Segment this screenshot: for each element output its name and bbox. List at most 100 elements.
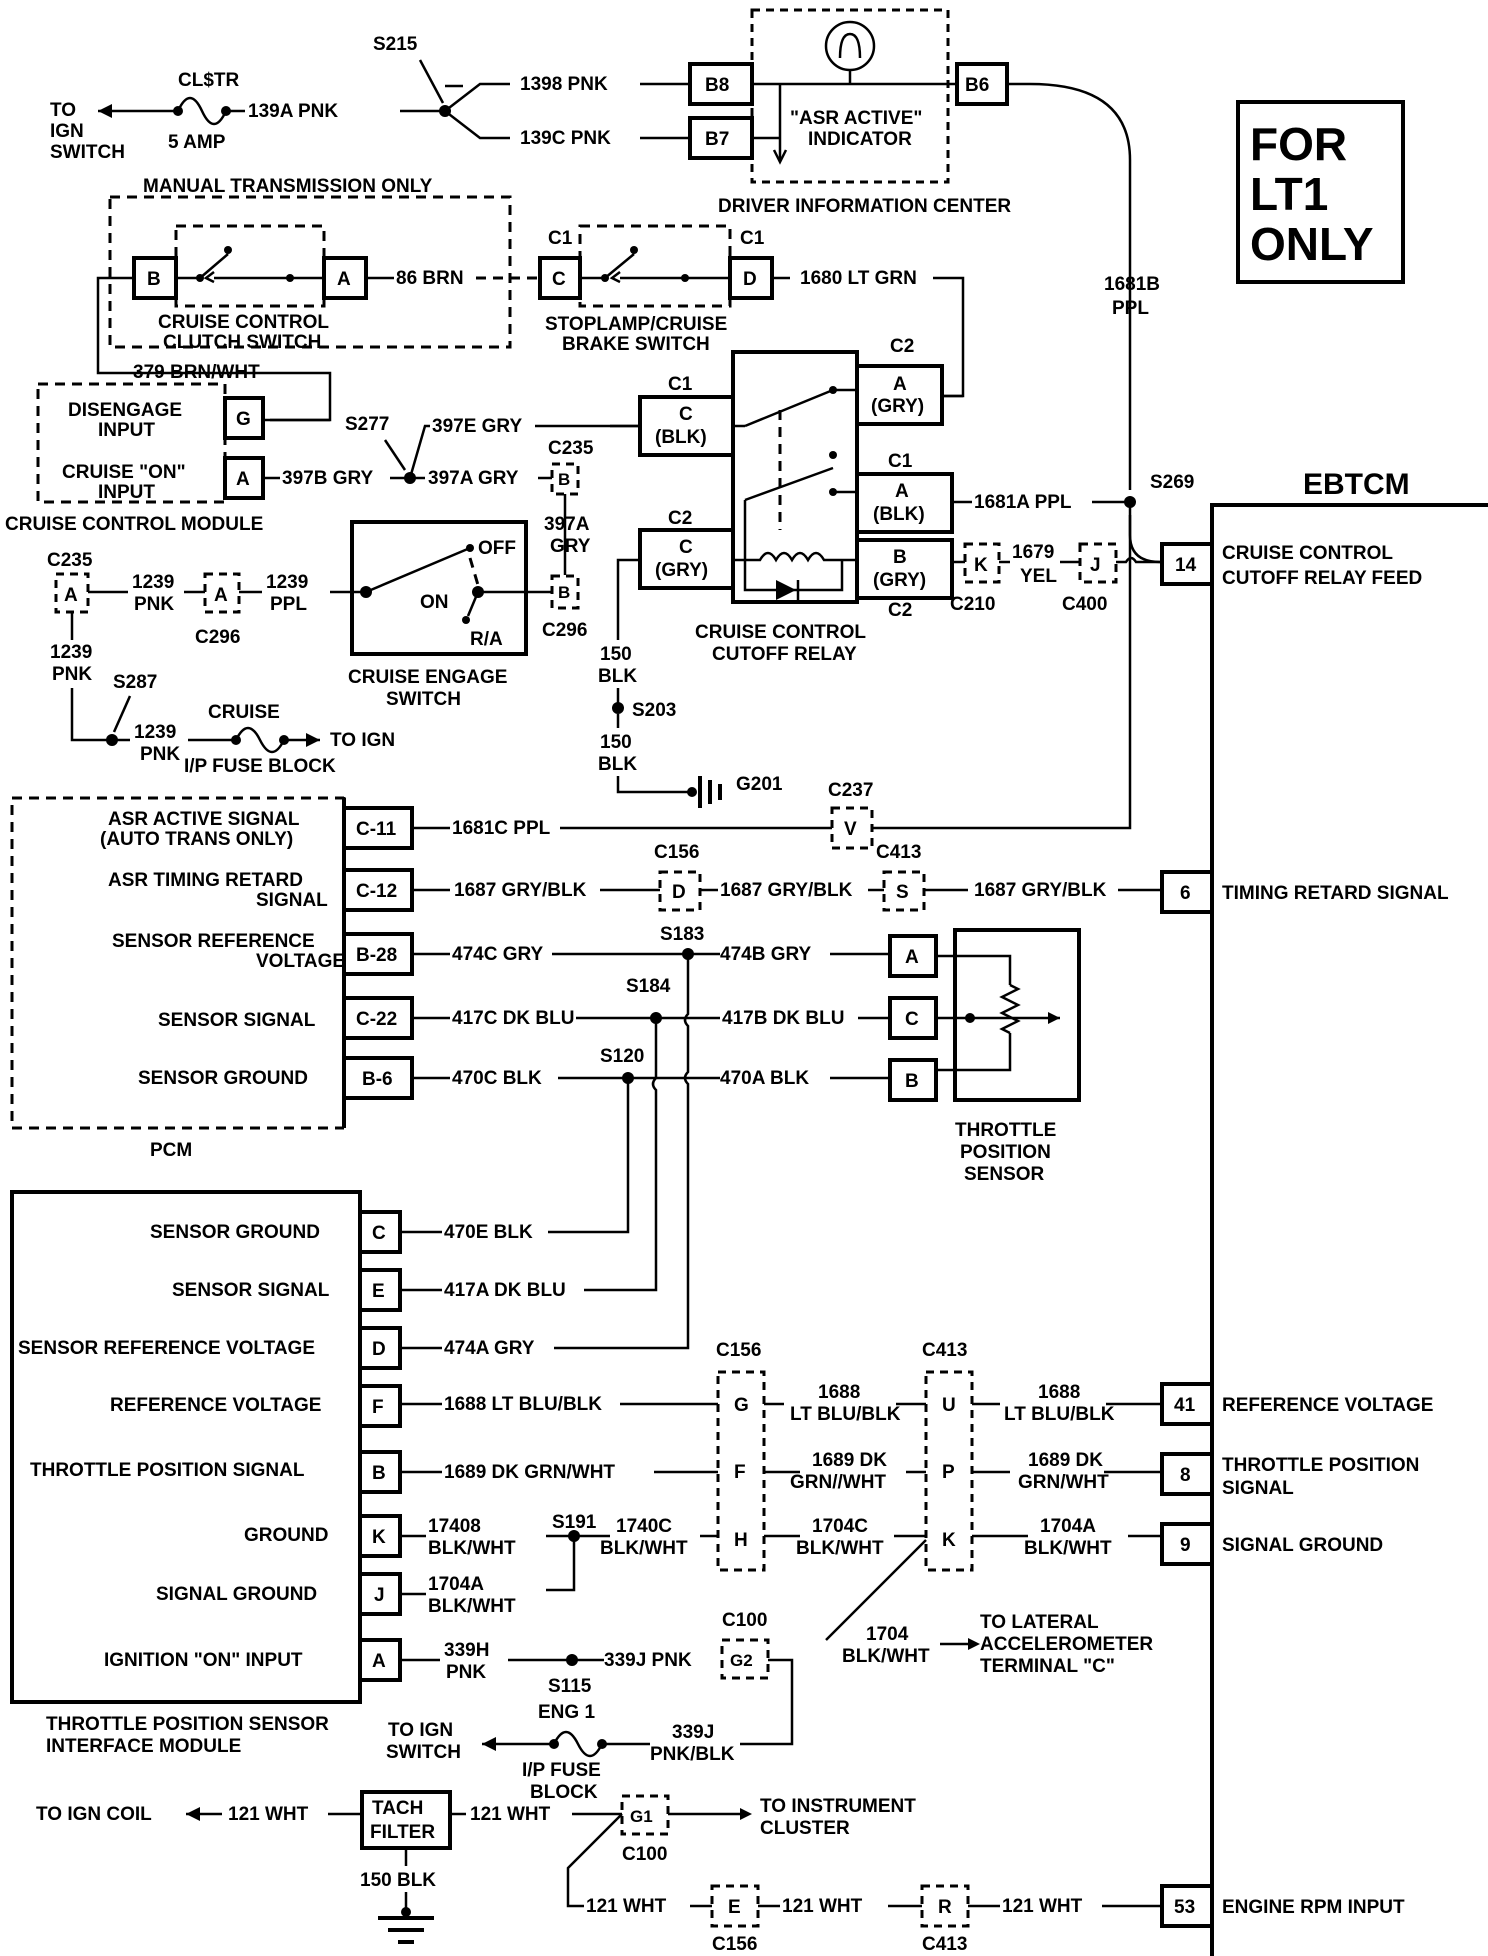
svg-text:INTERFACE MODULE: INTERFACE MODULE [46, 1736, 241, 1757]
svg-text:D: D [672, 882, 686, 903]
svg-text:G201: G201 [736, 774, 783, 795]
svg-text:R/A: R/A [470, 629, 503, 650]
svg-text:D: D [743, 269, 757, 290]
svg-text:C100: C100 [722, 1610, 767, 1631]
svg-text:150 BLK: 150 BLK [360, 1870, 436, 1891]
tach-filter-circuit: TO IGN COIL 121 WHT TACH FILTER 121 WHT … [36, 1790, 1162, 1955]
svg-text:CRUISE ENGAGE: CRUISE ENGAGE [348, 667, 507, 688]
svg-text:C: C [905, 1009, 919, 1030]
svg-text:PNK: PNK [446, 1662, 486, 1683]
svg-text:121 WHT: 121 WHT [1002, 1896, 1083, 1917]
svg-text:CRUISE CONTROL: CRUISE CONTROL [695, 622, 866, 643]
svg-text:474B GRY: 474B GRY [720, 944, 811, 965]
svg-text:1687 GRY/BLK: 1687 GRY/BLK [454, 880, 587, 901]
svg-text:5 AMP: 5 AMP [168, 132, 226, 153]
svg-text:A: A [895, 481, 909, 502]
svg-text:1239: 1239 [132, 572, 174, 593]
svg-text:S191: S191 [552, 1512, 597, 1533]
svg-text:BLOCK: BLOCK [530, 1782, 598, 1803]
svg-text:TO IGN COIL: TO IGN COIL [36, 1804, 152, 1825]
svg-text:339H: 339H [444, 1640, 489, 1661]
driver-information-center: B8 B7 B6 "ASR ACTIVE" INDICATOR DRIVER I… [688, 8, 1160, 490]
ebtcm-title: EBTCM [1303, 468, 1410, 501]
svg-text:G: G [734, 1395, 749, 1416]
svg-text:R: R [938, 1897, 952, 1918]
svg-text:SWITCH: SWITCH [386, 689, 461, 710]
svg-text:B: B [147, 269, 161, 290]
svg-text:CUTOFF RELAY: CUTOFF RELAY [712, 644, 857, 665]
svg-text:1704A: 1704A [1040, 1516, 1096, 1537]
svg-text:1679: 1679 [1012, 542, 1054, 563]
svg-text:STOPLAMP/CRUISE: STOPLAMP/CRUISE [545, 314, 727, 335]
svg-text:474A GRY: 474A GRY [444, 1338, 535, 1359]
svg-text:INPUT: INPUT [98, 420, 155, 441]
svg-text:C296: C296 [195, 627, 240, 648]
svg-text:GRN//WHT: GRN//WHT [790, 1472, 886, 1493]
svg-text:GRY: GRY [550, 536, 591, 557]
svg-text:INDICATOR: INDICATOR [808, 129, 912, 150]
svg-text:C: C [679, 404, 693, 425]
svg-text:397B GRY: 397B GRY [282, 468, 373, 489]
svg-text:B: B [893, 547, 907, 568]
lt1-only-note: FOR LT1 ONLY [1236, 100, 1405, 284]
svg-text:BLK/WHT: BLK/WHT [1024, 1538, 1112, 1559]
svg-text:121 WHT: 121 WHT [782, 1896, 863, 1917]
svg-text:ASR ACTIVE SIGNAL: ASR ACTIVE SIGNAL [108, 809, 300, 830]
svg-text:SENSOR REFERENCE: SENSOR REFERENCE [112, 931, 315, 952]
svg-text:417A DK BLU: 417A DK BLU [444, 1280, 566, 1301]
ebtcm-pin-14: 14 CRUISE CONTROL CUTOFF RELAY FEED [1160, 542, 1422, 589]
svg-text:339J: 339J [672, 1722, 714, 1743]
svg-text:1681B: 1681B [1104, 274, 1160, 295]
svg-text:C1: C1 [548, 228, 573, 249]
svg-text:CL$TR: CL$TR [178, 70, 240, 91]
svg-text:(BLK): (BLK) [655, 427, 707, 448]
svg-text:S269: S269 [1150, 472, 1194, 493]
svg-text:TO IGN: TO IGN [330, 730, 395, 751]
svg-text:LT BLU/BLK: LT BLU/BLK [1004, 1404, 1115, 1425]
svg-text:BLK/WHT: BLK/WHT [428, 1538, 516, 1559]
svg-text:TACH: TACH [372, 1798, 423, 1819]
cruise-control-clutch-switch: MANUAL TRANSMISSION ONLY B A 86 BRN CRUI… [96, 176, 540, 422]
svg-text:S203: S203 [632, 700, 676, 721]
svg-text:MANUAL TRANSMISSION ONLY: MANUAL TRANSMISSION ONLY [143, 176, 433, 197]
svg-text:139C PNK: 139C PNK [520, 128, 611, 149]
svg-text:BLK/WHT: BLK/WHT [842, 1646, 930, 1667]
svg-text:S184: S184 [626, 976, 671, 997]
ground-g201: 150 BLK S203 150 BLK G201 [598, 644, 783, 808]
svg-text:474C GRY: 474C GRY [452, 944, 543, 965]
svg-text:A: A [905, 947, 919, 968]
svg-text:PNK: PNK [140, 744, 180, 765]
svg-text:9: 9 [1180, 1535, 1191, 1556]
svg-text:TO IGN: TO IGN [388, 1720, 453, 1741]
svg-text:TIMING RETARD SIGNAL: TIMING RETARD SIGNAL [1222, 883, 1449, 904]
svg-text:1398 PNK: 1398 PNK [520, 74, 608, 95]
svg-text:THROTTLE POSITION: THROTTLE POSITION [1222, 1455, 1419, 1476]
tpsim-row-throttle-position: THROTTLE POSITION SIGNAL B 1689 DK GRN/W… [30, 1450, 718, 1494]
svg-text:THROTTLE POSITION SENSOR: THROTTLE POSITION SENSOR [46, 1714, 329, 1735]
svg-text:C1: C1 [740, 228, 765, 249]
svg-text:1689 DK: 1689 DK [1028, 1450, 1103, 1471]
svg-text:D: D [372, 1339, 386, 1360]
svg-text:C413: C413 [876, 842, 921, 863]
svg-text:G: G [236, 409, 251, 430]
svg-text:470C BLK: 470C BLK [452, 1068, 542, 1089]
pcm-row-sensor-ground: SENSOR GROUND B-6 470C BLK S120 470A BLK [138, 1046, 890, 1100]
svg-text:ACCELEROMETER: ACCELEROMETER [980, 1634, 1153, 1655]
svg-text:S183: S183 [660, 924, 704, 945]
svg-text:C1: C1 [668, 374, 693, 395]
svg-text:OFF: OFF [478, 538, 516, 559]
svg-text:53: 53 [1174, 1897, 1195, 1918]
svg-text:SENSOR SIGNAL: SENSOR SIGNAL [158, 1010, 316, 1031]
svg-text:A: A [337, 269, 351, 290]
svg-text:C296: C296 [542, 620, 587, 641]
svg-text:C237: C237 [828, 780, 873, 801]
tpsim-row-ground: GROUND K 17408 BLK/WHT [244, 1514, 516, 1559]
svg-text:1687 GRY/BLK: 1687 GRY/BLK [974, 880, 1107, 901]
svg-text:LT1: LT1 [1250, 168, 1328, 220]
svg-text:CRUISE CONTROL: CRUISE CONTROL [158, 312, 329, 333]
svg-text:ENGINE RPM INPUT: ENGINE RPM INPUT [1222, 1897, 1405, 1918]
svg-text:CUTOFF RELAY FEED: CUTOFF RELAY FEED [1222, 568, 1422, 589]
svg-text:K: K [372, 1527, 386, 1548]
svg-text:POSITION: POSITION [960, 1142, 1051, 1163]
svg-text:CRUISE CONTROL: CRUISE CONTROL [1222, 543, 1393, 564]
